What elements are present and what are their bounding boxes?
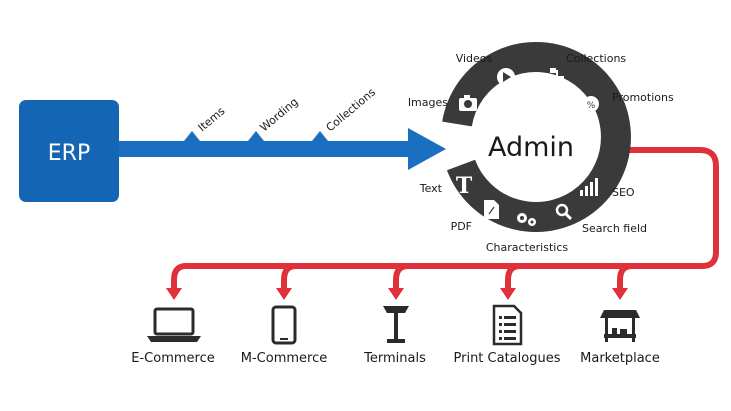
segment-label-pdf: PDF: [451, 220, 472, 233]
output-label-terminals: Terminals: [363, 351, 426, 366]
output-label-marketplace: Marketplace: [580, 351, 660, 366]
pdf-file-icon: [484, 200, 499, 219]
percent-badge-icon: %: [583, 96, 599, 112]
segment-label-text: Text: [419, 182, 443, 195]
segment-label-characteristics: Characteristics: [486, 241, 569, 254]
hub-icons: % T: [456, 68, 599, 226]
svg-text:T: T: [456, 173, 473, 199]
distribution-line: [171, 147, 719, 290]
flow-label-collections: Collections: [324, 86, 379, 135]
admin-label: Admin: [488, 132, 574, 163]
output-labels: E-Commerce M-Commerce Terminals Print Ca…: [131, 351, 660, 366]
bar-chart-icon: [580, 178, 598, 196]
data-flow-arrow: [110, 128, 446, 170]
hub-segment-labels: Videos Collections Promotions Images Tex…: [408, 52, 674, 254]
segment-label-promotions: Promotions: [612, 91, 674, 104]
svg-text:%: %: [587, 101, 596, 111]
segment-label-search-field: Search field: [582, 222, 647, 235]
flow-label-wording: Wording: [258, 95, 301, 134]
output-label-m-commerce: M-Commerce: [241, 351, 327, 366]
camera-icon: [459, 95, 477, 111]
market-stall-icon: [600, 310, 640, 342]
sitemap-icon: [550, 68, 564, 89]
flow-labels: Items Wording Collections: [196, 86, 379, 135]
gears-icon: [517, 213, 536, 226]
output-icons: [147, 304, 640, 346]
segment-label-images: Images: [408, 96, 448, 109]
laptop-icon: [147, 307, 201, 342]
play-icon: [497, 68, 515, 86]
erp-label: ERP: [48, 141, 90, 166]
magnifier-icon: [555, 203, 573, 221]
document-list-icon: [492, 304, 523, 346]
smartphone-icon: [271, 305, 297, 345]
admin-hub: Admin: [442, 42, 631, 232]
output-label-print-catalogues: Print Catalogues: [454, 351, 561, 366]
output-label-e-commerce: E-Commerce: [131, 351, 214, 366]
terminal-stand-icon: [383, 306, 409, 343]
flow-label-items: Items: [196, 104, 228, 134]
distribution-arrowheads: [166, 288, 628, 300]
segment-label-collections: Collections: [566, 52, 626, 65]
text-t-icon: T: [456, 173, 473, 199]
erp-box: ERP: [19, 100, 119, 202]
segment-label-seo: SEO: [612, 186, 635, 199]
segment-label-videos: Videos: [456, 52, 493, 65]
